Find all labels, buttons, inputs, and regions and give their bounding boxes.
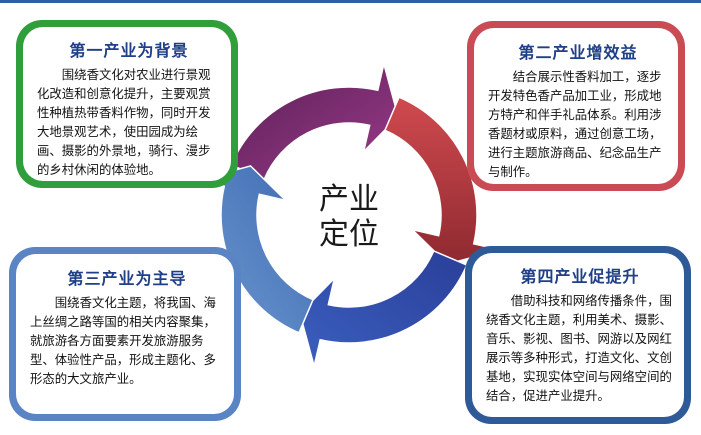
center-label-line1: 产业 <box>319 182 379 217</box>
card-quaternary-industry-title: 第四产业促提升 <box>520 267 640 286</box>
card-tertiary-industry-text: 围绕香文化主题，将我国、海上丝绸之路等国的相关内容聚集，就旅游各方面要素开发旅游… <box>30 295 216 386</box>
cycle-arrow-blue <box>299 249 468 367</box>
center-label: 产业 定位 <box>301 182 397 252</box>
cycle-arrow-purple <box>230 63 399 181</box>
card-secondary-industry-text: 结合展示性香料加工，逐步开发特色香产品加工业，形成地方特产和伴手礼品体系。利用涉… <box>488 69 662 179</box>
card-secondary-industry-title: 第二产业增效益 <box>518 43 638 62</box>
center-label-line2: 定位 <box>319 217 379 252</box>
top-rule <box>0 0 701 3</box>
card-primary-industry-title: 第一产业为背景 <box>69 41 189 60</box>
card-quaternary-industry-text: 借助科技和网络传播条件，围绕香文化主题，利用美术、摄影、音乐、影视、图书、网游以… <box>486 293 672 403</box>
card-primary-industry: 第一产业为背景 围绕香文化对农业进行景观化改造和创意化提升，主要观赏性种植热带香… <box>16 20 238 188</box>
card-tertiary-industry-body: 第三产业为主导 围绕香文化主题，将我国、海上丝绸之路等国的相关内容聚集，就旅游各… <box>16 254 234 414</box>
card-secondary-industry: 第二产业增效益 结合展示性香料加工，逐步开发特色香产品加工业，形成地方特产和伴手… <box>467 21 685 191</box>
card-quaternary-industry-body: 第四产业促提升 借助科技和网络传播条件，围绕香文化主题，利用美术、摄影、音乐、影… <box>472 253 684 417</box>
card-primary-industry-body: 第一产业为背景 围绕香文化对农业进行景观化改造和创意化提升，主要观赏性种植热带香… <box>23 27 231 181</box>
card-tertiary-industry-title: 第三产业为主导 <box>67 269 187 288</box>
card-primary-industry-text: 围绕香文化对农业进行景观化改造和创意化提升，主要观赏性种植热带香料作物，同时开发… <box>37 67 211 177</box>
card-quaternary-industry: 第四产业促提升 借助科技和网络传播条件，围绕香文化主题，利用美术、摄影、音乐、影… <box>465 246 691 424</box>
card-tertiary-industry: 第三产业为主导 围绕香文化主题，将我国、海上丝绸之路等国的相关内容聚集，就旅游各… <box>9 247 241 421</box>
card-secondary-industry-body: 第二产业增效益 结合展示性香料加工，逐步开发特色香产品加工业，形成地方特产和伴手… <box>474 28 678 184</box>
